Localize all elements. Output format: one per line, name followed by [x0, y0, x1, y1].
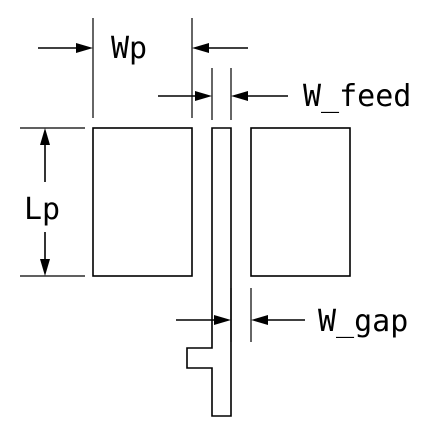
wfeed-label: W_feed: [303, 79, 411, 114]
right-patch: [250, 127, 351, 277]
wp-label: Wp: [111, 31, 147, 66]
lp-arrow-top-head: [40, 128, 50, 145]
wgap-arrow-right-head: [251, 315, 268, 325]
wgap-arrow-left-head: [214, 315, 231, 325]
wp-arrow-right-head: [192, 43, 209, 53]
wgap-label: W_gap: [318, 304, 408, 339]
feed-line: [186, 127, 232, 417]
left-patch: [92, 127, 193, 277]
wp-arrow-left-head: [76, 43, 93, 53]
lp-arrow-bottom-head: [40, 259, 50, 276]
lp-label: Lp: [24, 192, 60, 227]
wfeed-arrow-left-head: [195, 91, 212, 101]
wfeed-arrow-right-head: [231, 91, 248, 101]
